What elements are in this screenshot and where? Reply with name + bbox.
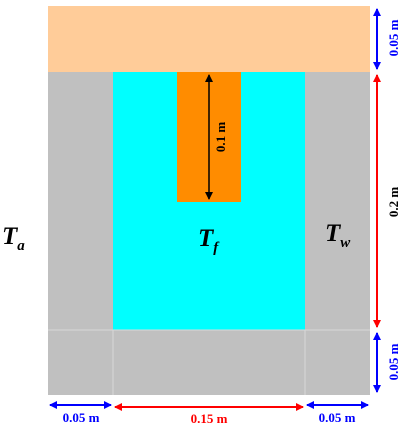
ambient-temperature-symbol: Ta	[2, 223, 25, 254]
left-wall-dimension-label: 0.05 m	[63, 410, 100, 425]
wall-temperature-symbol: Tw	[325, 220, 351, 251]
top-layer-dimension-label: 0.05 m	[386, 19, 401, 56]
height-dimension-label: 0.2 m	[386, 187, 401, 218]
insert-depth-label: 0.1 m	[213, 122, 228, 153]
right-wall-dimension-label: 0.05 m	[319, 410, 356, 425]
cavity-width-label: 0.15 m	[191, 411, 228, 426]
bottom-layer-dimension-label: 0.05 m	[386, 343, 401, 380]
top-layer	[48, 6, 370, 72]
fluid-temperature-symbol: Tf	[198, 225, 220, 256]
